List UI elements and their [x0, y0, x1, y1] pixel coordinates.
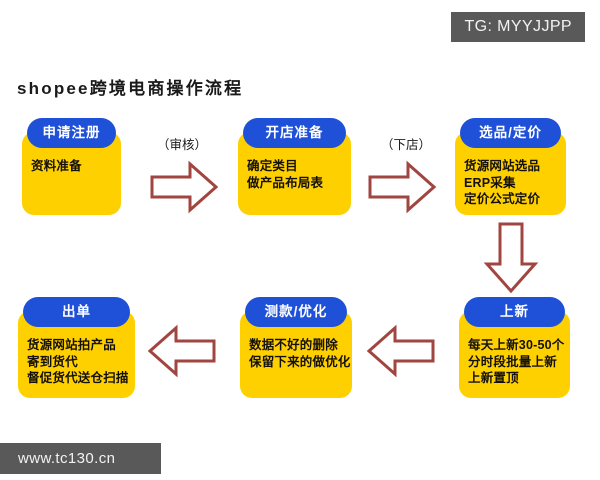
flow-node-selection-pricing: 货源网站选品 ERP采集 定价公式定价 选品/定价 [455, 118, 566, 215]
telegram-watermark-badge: TG: MYYJJPP [451, 12, 585, 42]
flow-node-detail-line: 定价公式定价 [464, 192, 541, 206]
flow-node-detail-line: 寄到货代 [27, 354, 78, 369]
flow-node-detail-line: 分时段批量上新 [468, 354, 557, 369]
flow-node-header: 开店准备 [243, 118, 346, 148]
site-watermark-text: www.tc130.cn [18, 450, 116, 467]
flow-node-detail-list: 每天上新30-50个 分时段批量上新 上新置顶 [468, 337, 565, 387]
site-watermark-badge: www.tc130.cn [0, 443, 161, 474]
edge-label-open-shop: （下店） [381, 138, 432, 152]
flow-node-detail-line: 每天上新30-50个 [468, 338, 565, 352]
page-title: shopee跨境电商操作流程 [17, 79, 244, 98]
flow-node-detail-line: 货源网站选品 [464, 159, 541, 173]
flow-node-detail-line: 数据不好的删除 [249, 338, 338, 352]
flow-node-detail-list: 货源网站选品 ERP采集 定价公式定价 [464, 158, 557, 208]
flow-node-new-arrivals: 每天上新30-50个 分时段批量上新 上新置顶 上新 [459, 297, 570, 398]
arrow-left-icon [367, 324, 435, 378]
flow-node-apply-register: 资料准备 申请注册 [22, 118, 121, 215]
arrow-left-icon [148, 324, 216, 378]
flow-node-detail-list: 货源网站拍产品 寄到货代 督促货代送仓扫描 [27, 337, 129, 387]
arrow-down-icon [478, 222, 544, 294]
flow-node-orders: 货源网站拍产品 寄到货代 督促货代送仓扫描 出单 [18, 297, 135, 398]
flow-node-detail-line: 资料准备 [31, 159, 82, 173]
flow-node-detail-list: 资料准备 [31, 158, 112, 175]
flow-node-detail-line: 货源网站拍产品 [27, 338, 116, 352]
telegram-watermark-text: TG: MYYJJPP [464, 18, 572, 35]
flow-node-detail-line: ERP采集 [464, 175, 516, 190]
flow-node-header: 上新 [464, 297, 565, 327]
flow-node-header: 出单 [23, 297, 130, 327]
flow-node-detail-line: 确定类目 [247, 159, 298, 173]
flow-node-detail-list: 数据不好的删除 保留下来的做优化 [249, 337, 351, 370]
flow-node-detail-list: 确定类目 做产品布局表 [247, 158, 342, 191]
flow-node-header: 申请注册 [27, 118, 116, 148]
flow-node-shop-preparation: 确定类目 做产品布局表 开店准备 [238, 118, 351, 215]
flow-node-header: 测款/优化 [245, 297, 347, 327]
arrow-right-icon [150, 160, 218, 214]
flow-node-detail-line: 督促货代送仓扫描 [27, 371, 129, 385]
flow-node-detail-line: 做产品布局表 [247, 175, 324, 190]
flow-node-detail-line: 保留下来的做优化 [249, 354, 351, 369]
flow-node-header: 选品/定价 [460, 118, 561, 148]
flow-node-detail-line: 上新置顶 [468, 371, 519, 385]
arrow-right-icon [368, 160, 436, 214]
edge-label-review: （审核） [157, 138, 208, 152]
flow-node-test-optimize: 数据不好的删除 保留下来的做优化 测款/优化 [240, 297, 352, 398]
